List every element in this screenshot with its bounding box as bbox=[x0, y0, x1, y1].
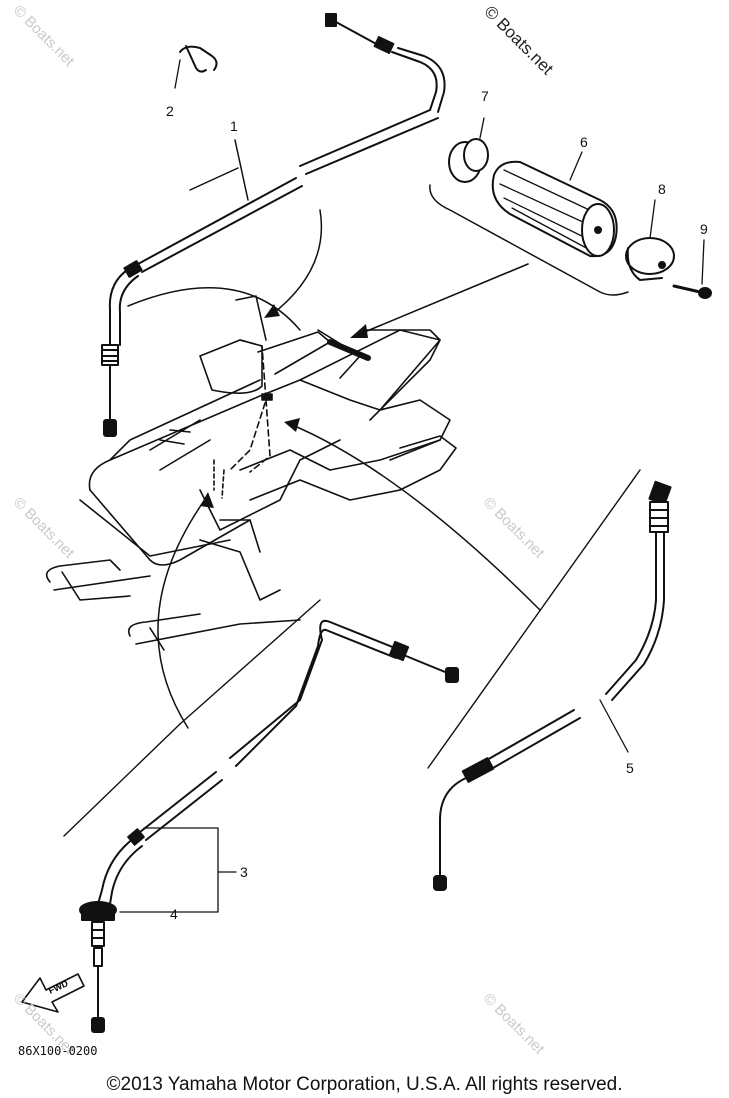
callout-7: 7 bbox=[481, 88, 489, 104]
brake-cable-3 bbox=[63, 599, 459, 1033]
choke-cable-5 bbox=[427, 469, 672, 891]
callout-2: 2 bbox=[166, 103, 174, 119]
copyright-notice: ©2013 Yamaha Motor Corporation, U.S.A. A… bbox=[106, 1074, 623, 1095]
exploded-parts-diagram bbox=[21, 13, 712, 1033]
callout-8: 8 bbox=[658, 181, 666, 197]
callout-1: 1 bbox=[230, 118, 238, 134]
callout-9: 9 bbox=[700, 221, 708, 237]
cable-clip-2 bbox=[174, 45, 218, 89]
part-code: 86X100-0200 bbox=[18, 1044, 98, 1058]
forward-arrow bbox=[21, 973, 85, 1013]
grip-assembly bbox=[350, 117, 712, 338]
callout-6: 6 bbox=[580, 134, 588, 150]
throttle-cable-1 bbox=[101, 13, 446, 437]
callout-3: 3 bbox=[240, 864, 248, 880]
callout-5: 5 bbox=[626, 760, 634, 776]
snowmobile-body bbox=[45, 295, 457, 651]
routing-arrows bbox=[157, 209, 541, 729]
callout-4: 4 bbox=[170, 906, 178, 922]
